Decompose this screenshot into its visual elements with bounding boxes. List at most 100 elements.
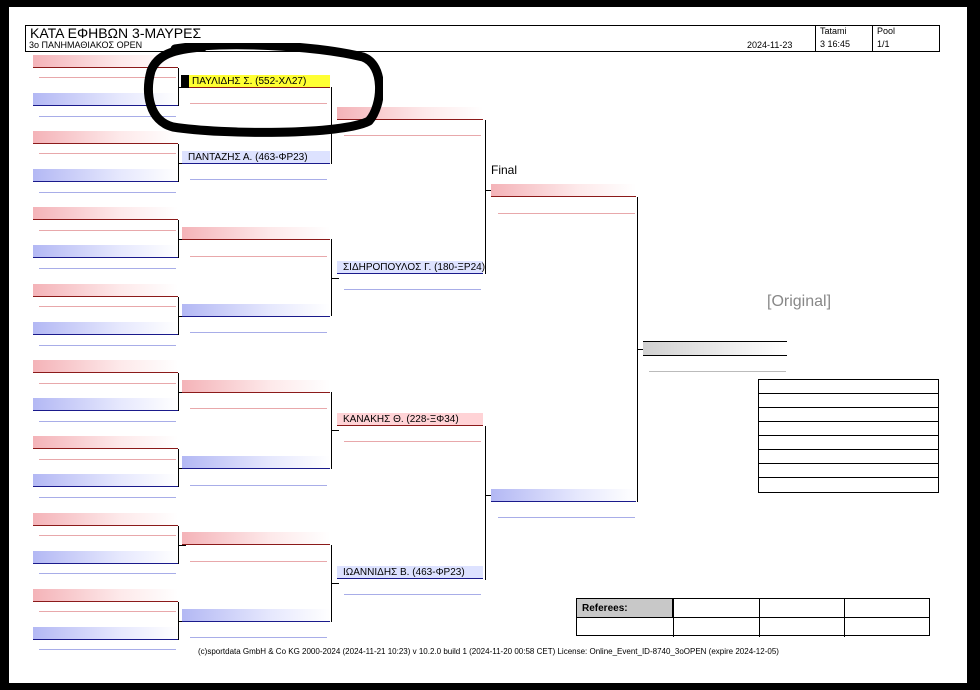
competitor-name: ΚΑΝΑΚΗΣ Θ. (228-ΞΦ34): [343, 414, 459, 425]
pool-label: Pool: [877, 26, 896, 36]
r1-slot-8[interactable]: [33, 322, 178, 335]
r2-subline-3: [190, 256, 327, 257]
final-subline-red: [498, 213, 635, 214]
r1-subline-16: [39, 649, 176, 650]
r1-subline-13: [39, 535, 176, 536]
results-row: [759, 464, 938, 478]
r2-subline-2: [190, 179, 327, 180]
tatami-label: Tatami: [820, 26, 847, 36]
r2-connector-tick-2: [331, 278, 339, 279]
competitor-name: ΠΑΝΤΑΖΗΣ Α. (463-ΦΡ23): [188, 152, 308, 163]
results-table: [758, 379, 939, 493]
results-row: [759, 478, 938, 492]
r1-subline-11: [39, 459, 176, 460]
r1-slot-7[interactable]: [33, 284, 178, 297]
r1-slot-9[interactable]: [33, 360, 178, 373]
r1-slot-11[interactable]: [33, 436, 178, 449]
r1-connector-tick-7: [178, 545, 186, 546]
r1-slot-15[interactable]: [33, 589, 178, 602]
r1-slot-10[interactable]: [33, 398, 178, 411]
r1-slot-12[interactable]: [33, 474, 178, 487]
event-subtitle: 3ο ΠΑΝΗΜΑΘΙΑΚΟΣ OPEN: [29, 40, 143, 50]
r3-subline-1: [344, 135, 481, 136]
r3-slot-2[interactable]: ΣΙΔΗΡΟΠΟΥΛΟΣ Γ. (180-ΞΡ24): [337, 261, 485, 274]
results-row: [759, 450, 938, 464]
r2-slot-1[interactable]: ΠΑΥΛΙΔΗΣ Σ. (552-ΧΛ27): [181, 75, 330, 88]
r1-subline-4: [39, 192, 176, 193]
r2-slot-4[interactable]: [182, 304, 330, 317]
winner-subline: [649, 371, 786, 372]
referees-label: Referees:: [577, 599, 673, 618]
r3-connector-2: [485, 426, 486, 580]
r3-subline-3: [344, 441, 481, 442]
referees-divider: [577, 617, 929, 618]
tatami-value: 3 16:45: [820, 39, 851, 49]
r1-subline-5: [39, 230, 176, 231]
footer-license: (c)sportdata GmbH & Co KG 2000-2024 (202…: [198, 647, 779, 656]
r1-subline-9: [39, 383, 176, 384]
r2-slot-5[interactable]: [182, 380, 330, 393]
r1-subline-2: [39, 116, 176, 117]
r2-slot-7[interactable]: [182, 532, 330, 545]
r3-subline-4: [344, 594, 481, 595]
results-row: [759, 408, 938, 422]
r1-slot-4[interactable]: [33, 169, 178, 182]
r3-connector-tick-2: [485, 495, 493, 496]
tatami-cell: Tatami 3 16:45: [815, 26, 873, 51]
handdrawn-scribble: [144, 43, 383, 137]
r1-slot-3[interactable]: [33, 131, 178, 144]
results-row: [759, 380, 938, 394]
r2-subline-4: [190, 332, 327, 333]
r1-slot-13[interactable]: [33, 513, 178, 526]
r1-subline-15: [39, 611, 176, 612]
competitor-name: ΙΩΑΝΝΙΔΗΣ Β. (463-ΦΡ23): [343, 567, 465, 578]
results-row: [759, 436, 938, 450]
r2-subline-8: [190, 637, 327, 638]
r1-slot-16[interactable]: [33, 627, 178, 640]
pool-value: 1/1: [877, 39, 890, 49]
r1-subline-7: [39, 306, 176, 307]
final-subline-blue: [498, 517, 635, 518]
r2-connector-tick-3: [331, 430, 339, 431]
r1-slot-1[interactable]: [33, 55, 178, 68]
r1-subline-14: [39, 573, 176, 574]
referees-col: [759, 599, 760, 637]
r2-connector-2: [331, 239, 332, 316]
winner-marker: [181, 75, 189, 88]
final-label: Final: [491, 163, 518, 177]
event-date: 2024-11-23: [747, 40, 793, 50]
final-slot-blue[interactable]: [491, 489, 636, 502]
r3-connector-tick-1: [485, 190, 493, 191]
referees-col: [844, 599, 845, 637]
r1-slot-5[interactable]: [33, 207, 178, 220]
results-row: [759, 422, 938, 436]
referees-table: Referees:: [576, 598, 930, 637]
results-row: [759, 394, 938, 408]
winner-slot[interactable]: [643, 341, 787, 356]
r1-slot-2[interactable]: [33, 93, 178, 106]
final-slot-red[interactable]: [491, 184, 636, 197]
r1-subline-12: [39, 497, 176, 498]
r1-subline-1: [39, 77, 176, 78]
event-title: ΚΑΤΑ ΕΦΗΒΩΝ 3-ΜΑΥΡΕΣ: [30, 25, 202, 41]
r2-subline-7: [190, 561, 327, 562]
r2-slot-3[interactable]: [182, 227, 330, 240]
r2-connector-tick-4: [331, 583, 339, 584]
r1-subline-6: [39, 268, 176, 269]
r3-slot-4[interactable]: ΙΩΑΝΝΙΔΗΣ Β. (463-ΦΡ23): [337, 566, 483, 579]
r1-subline-3: [39, 153, 176, 154]
r1-slot-6[interactable]: [33, 245, 178, 258]
r2-slot-8[interactable]: [182, 609, 330, 622]
r3-slot-3[interactable]: ΚΑΝΑΚΗΣ Θ. (228-ΞΦ34): [337, 413, 483, 426]
r2-slot-2[interactable]: ΠΑΝΤΑΖΗΣ Α. (463-ΦΡ23): [182, 151, 330, 164]
r2-slot-6[interactable]: [182, 456, 330, 469]
pool-cell: Pool 1/1: [872, 26, 940, 51]
competitor-name: ΠΑΥΛΙΔΗΣ Σ. (552-ΧΛ27): [192, 76, 307, 87]
r2-subline-1: [190, 103, 327, 104]
r1-subline-8: [39, 345, 176, 346]
bracket-sheet: ΚΑΤΑ ΕΦΗΒΩΝ 3-ΜΑΥΡΕΣ 3ο ΠΑΝΗΜΑΘΙΑΚΟΣ OPE…: [9, 7, 967, 683]
r3-subline-2: [344, 289, 481, 290]
final-connector-tick: [637, 349, 645, 350]
referees-col: [673, 599, 674, 637]
r1-slot-14[interactable]: [33, 551, 178, 564]
